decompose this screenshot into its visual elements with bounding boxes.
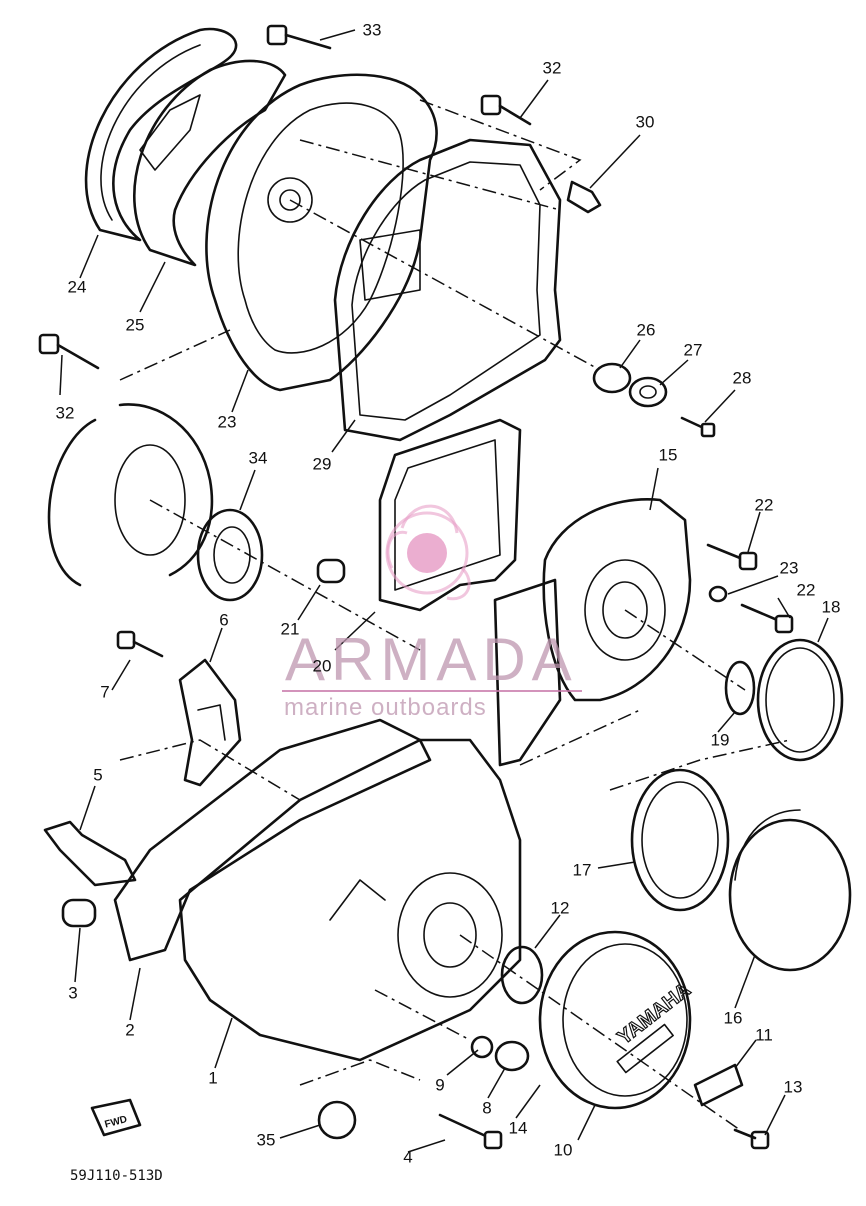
callout-27: 26	[636, 320, 656, 340]
cover-emblem: YAMAHA	[614, 979, 695, 1049]
callout-5: 5	[93, 765, 103, 785]
callout-35: 35	[256, 1130, 276, 1150]
callout-21: 21	[280, 619, 300, 639]
watermark-logo	[385, 504, 471, 601]
callout-32-left: 32	[55, 403, 75, 423]
callout-13: 13	[783, 1077, 803, 1097]
callout-19: 19	[710, 730, 730, 750]
bolt-33	[266, 24, 332, 50]
callout-30: 29	[312, 454, 332, 474]
callout-16: 16	[723, 1008, 743, 1028]
callout-14: 14	[508, 1118, 528, 1138]
callout-34: 34	[248, 448, 268, 468]
washer-9	[470, 1035, 494, 1059]
gasket-26	[133, 59, 287, 267]
rear-housing-24	[205, 73, 438, 392]
callout-28: 27	[683, 340, 703, 360]
screw-29	[680, 416, 716, 438]
bolt-22-lower	[740, 603, 794, 634]
callout-32-upper: 32	[542, 58, 562, 78]
gasket-2	[113, 718, 432, 962]
gasket-20	[378, 418, 522, 612]
seal-19	[724, 660, 756, 716]
crankcase-cover-1	[178, 738, 522, 1062]
callout-11: 11	[755, 1025, 773, 1045]
plug-3	[61, 898, 97, 928]
callout-6: 6	[219, 610, 229, 630]
bolt-4	[438, 1113, 503, 1150]
callout-18: 18	[821, 597, 841, 617]
bolt-22-upper	[706, 543, 758, 571]
callout-15: 15	[658, 445, 678, 465]
gasket-30	[333, 138, 562, 442]
plug-8	[494, 1040, 530, 1072]
badge-11	[693, 1063, 744, 1107]
callout-22-upper: 22	[754, 495, 774, 515]
dowel-21	[316, 558, 346, 584]
bracket-5	[43, 820, 137, 887]
bolt-32-upper	[480, 94, 532, 126]
gear-wheel	[47, 403, 214, 587]
watermark-subtitle: marine outboards	[284, 694, 487, 721]
callout-31: 30	[635, 112, 655, 132]
callout-7: 7	[100, 682, 110, 702]
bracket-6	[178, 658, 242, 787]
callout-12: 12	[550, 898, 570, 918]
callout-29: 28	[732, 368, 752, 388]
oring-12	[500, 945, 544, 1005]
callout-20: 20	[312, 656, 332, 676]
callout-22-lower: 22	[796, 580, 816, 600]
callout-2: 2	[125, 1020, 135, 1040]
collar-27	[592, 362, 632, 394]
seal-28	[628, 376, 668, 408]
callout-23: 23	[779, 558, 799, 578]
watermark-title: ARMADA	[285, 626, 578, 693]
callout-24: 23	[217, 412, 237, 432]
callout-8: 8	[482, 1098, 492, 1118]
bolt-13	[733, 1128, 770, 1150]
callout-33: 33	[362, 20, 382, 40]
oring-23	[708, 585, 728, 603]
callout-26: 25	[125, 315, 145, 335]
callout-25: 24	[67, 277, 87, 297]
fwd-marker: FWD	[90, 1098, 142, 1137]
plug-31	[566, 180, 602, 214]
ring-17	[630, 768, 730, 912]
bolt-7	[116, 630, 164, 658]
gasket-ring-25	[84, 27, 238, 242]
callout-17: 17	[572, 860, 592, 880]
bolt-32-left	[38, 333, 100, 370]
cover-10: YAMAHA	[538, 930, 695, 1110]
callout-1: 1	[208, 1068, 218, 1088]
oil-seal-34	[196, 508, 264, 602]
watermark-divider	[282, 690, 582, 692]
callout-10: 10	[553, 1140, 573, 1160]
callout-9: 9	[435, 1075, 445, 1095]
callout-4: 4	[403, 1147, 413, 1167]
washer-35	[317, 1100, 357, 1140]
cover-15	[493, 498, 692, 767]
callout-3: 3	[68, 983, 78, 1003]
drawing-code: 59J110-513D	[70, 1168, 163, 1184]
circlip-18	[756, 638, 844, 762]
leader-lines	[59, 29, 829, 1153]
cap-16	[728, 809, 852, 972]
